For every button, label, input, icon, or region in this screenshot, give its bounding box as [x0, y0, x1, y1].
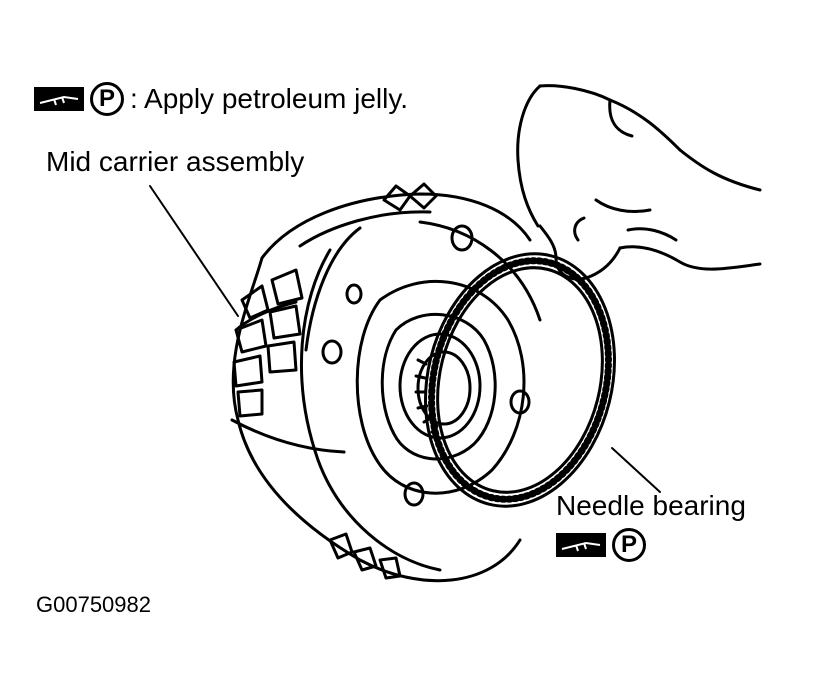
hand-illustration: [516, 84, 762, 281]
mid-carrier-housing: [230, 182, 542, 583]
figure-id: G00750982: [36, 592, 151, 617]
petroleum-jelly-p-icon: P: [90, 82, 124, 116]
needle-bearing-ring: [424, 252, 616, 508]
legend: P : Apply petroleum jelly.: [34, 78, 408, 120]
legend-text: : Apply petroleum jelly.: [130, 83, 409, 114]
needle-bearing-symbol: P: [556, 528, 646, 562]
jelly-applicator-icon: [556, 533, 606, 557]
jelly-applicator-icon: [34, 87, 84, 111]
needle-bearing-leader: [611, 447, 661, 493]
mid-carrier-leader: [149, 185, 239, 317]
petroleum-jelly-p-icon: P: [612, 528, 646, 562]
mid-carrier-label: Mid carrier assembly: [46, 146, 305, 177]
needle-bearing-label: Needle bearing: [556, 490, 746, 521]
